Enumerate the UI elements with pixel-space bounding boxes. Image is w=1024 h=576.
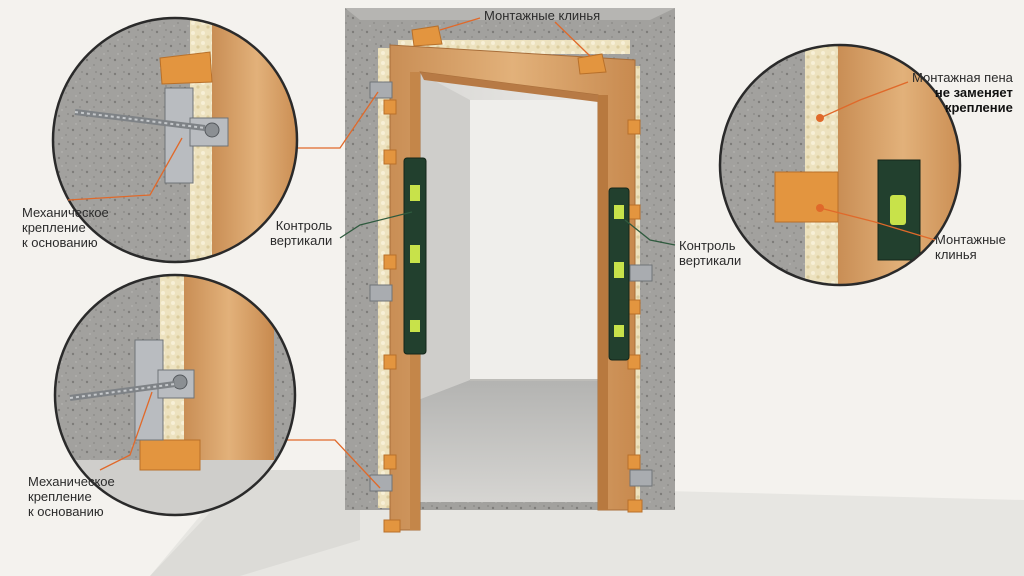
label-plumb-left-line1: Контроль xyxy=(275,218,333,233)
label-anchor-top-line3: к основанию xyxy=(22,235,98,250)
spirit-level-left xyxy=(403,157,427,355)
label-anchor-bottom-line1: Механическое xyxy=(28,474,115,489)
room-interior xyxy=(418,72,608,502)
detail-circle-foam-wedge xyxy=(718,43,962,287)
mounting-brackets xyxy=(369,81,653,492)
label-foam-line1: Монтажная пена xyxy=(912,70,1013,85)
label-plumb-left: Контроль вертикали xyxy=(270,218,332,248)
frame-wedges xyxy=(383,25,643,533)
label-anchor-bottom-line2: крепление xyxy=(28,489,92,504)
label-foam-line2: не заменяет xyxy=(934,85,1013,100)
label-wedges-top-text: Монтажные клинья xyxy=(484,8,601,23)
detail-circle-anchor-bottom xyxy=(53,273,297,517)
label-wedges-top: Монтажные клинья xyxy=(484,8,600,23)
label-plumb-right-line2: вертикали xyxy=(679,253,742,268)
label-anchor-bottom-line3: к основанию xyxy=(28,504,104,519)
label-anchor-top: Механическое крепление к основанию xyxy=(22,205,109,250)
label-anchor-top-line1: Механическое xyxy=(22,205,109,220)
label-foam-not-fastening: Монтажная пена не заменяет крепление xyxy=(912,70,1013,115)
label-wedges-right-line2: клинья xyxy=(935,247,977,262)
label-foam-line3: крепление xyxy=(944,100,1013,115)
callout-lines xyxy=(280,17,676,489)
label-anchor-top-line2: крепление xyxy=(22,220,86,235)
label-wedges-right-line1: Монтажные xyxy=(935,232,1006,247)
label-plumb-right: Контроль вертикали xyxy=(679,238,741,268)
spirit-level-right xyxy=(608,187,630,361)
label-wedges-right: Монтажные клинья xyxy=(935,232,1006,262)
label-plumb-left-line2: вертикали xyxy=(270,233,333,248)
label-plumb-right-line1: Контроль xyxy=(679,238,736,253)
label-anchor-bottom: Механическое крепление к основанию xyxy=(28,474,115,519)
